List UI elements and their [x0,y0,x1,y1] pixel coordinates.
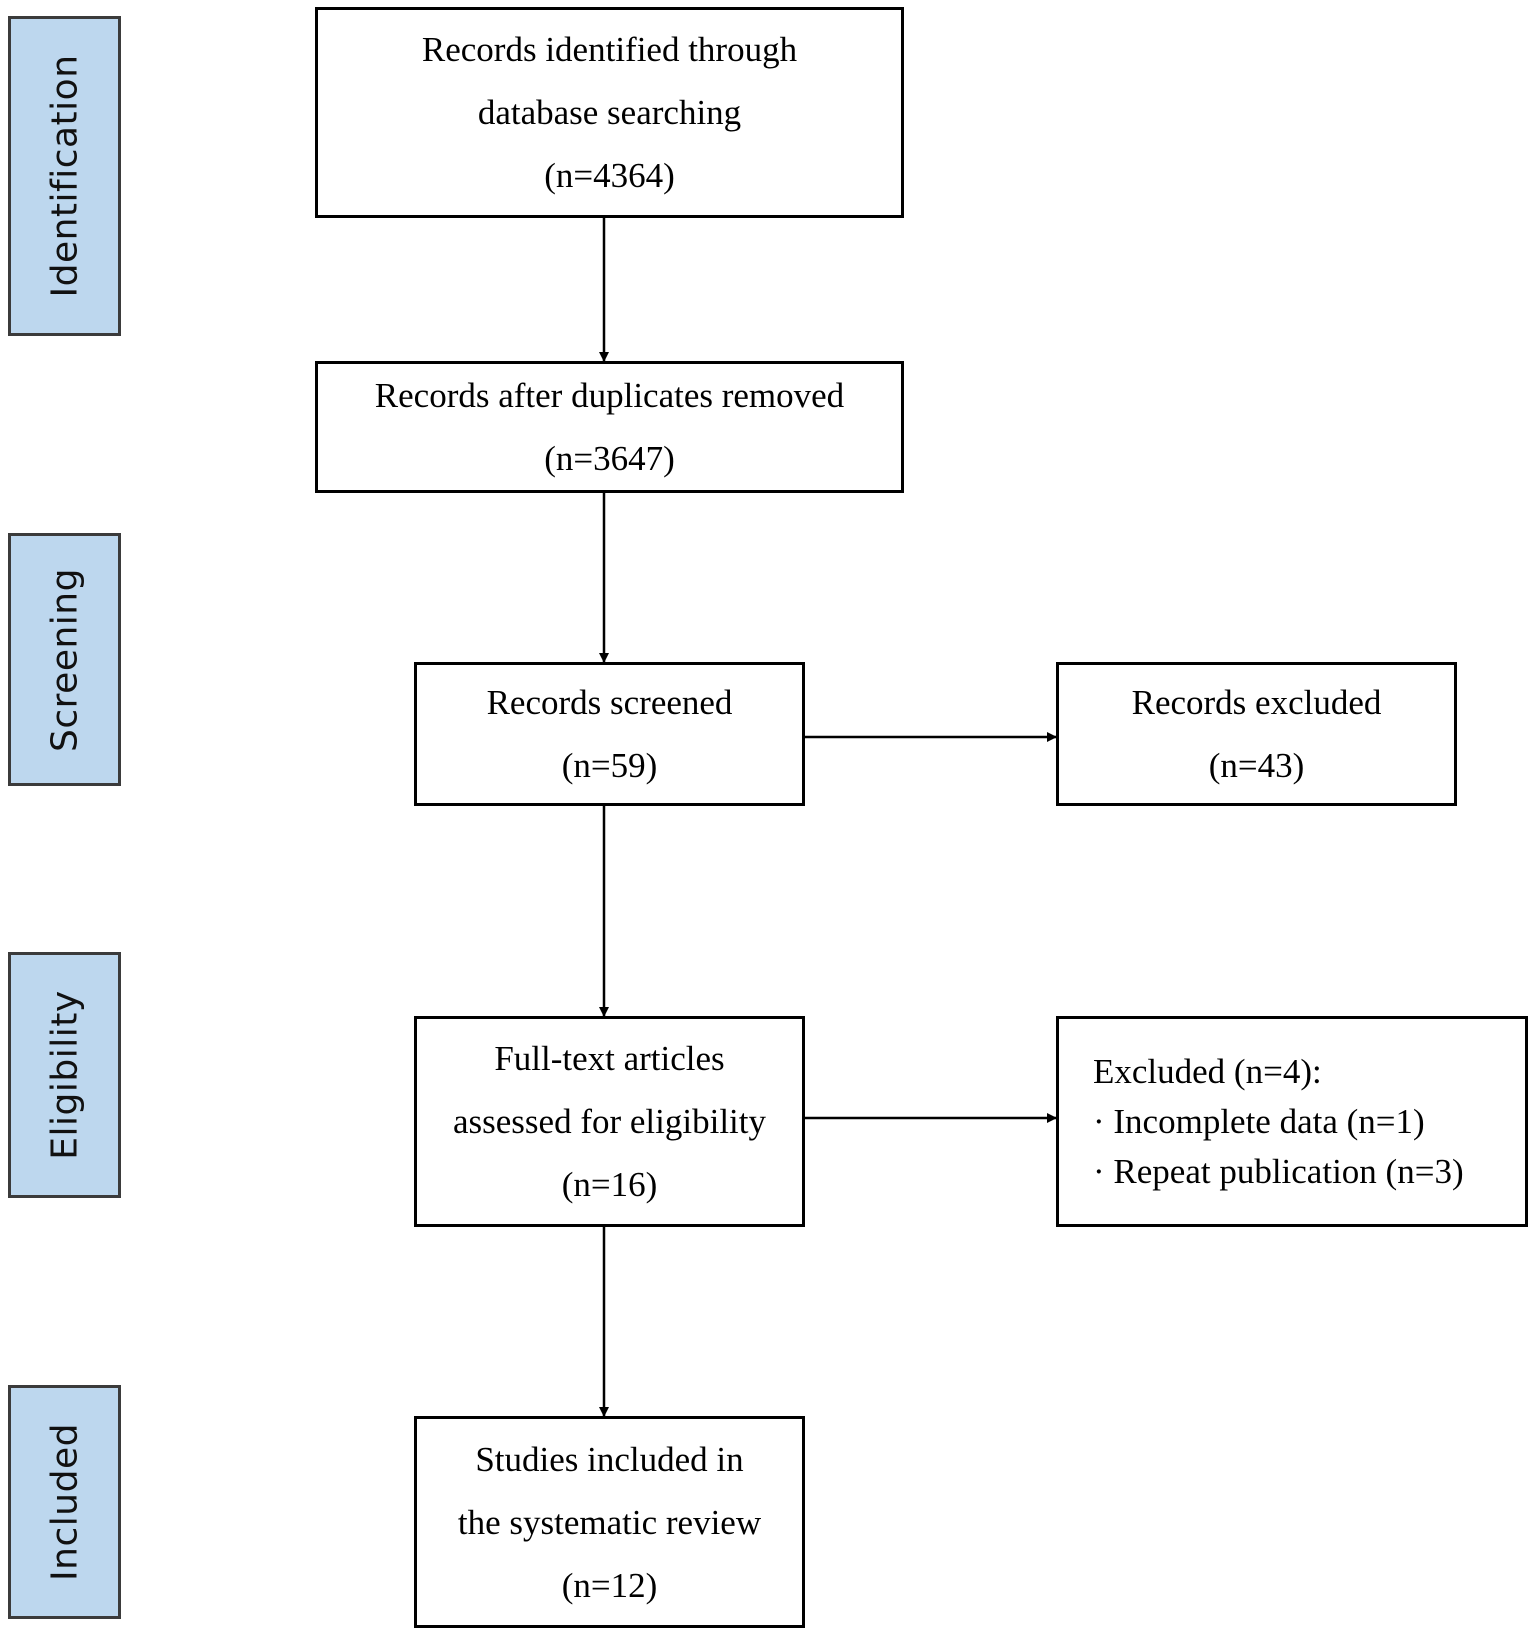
box-records-identified-count: (n=4364) [544,156,675,195]
stage-tab-identification: Identification [8,16,121,336]
box-records-screened-line1: Records screened [486,683,733,722]
box-records-identified-line1: Records identified through [421,30,798,69]
box-records-excluded-line1: Records excluded [1131,683,1382,722]
box-full-text-excluded-reason-1: · Incomplete data (n=1) [1093,1101,1425,1141]
box-studies-included-count: (n=12) [561,1565,658,1605]
stage-tab-eligibility: Eligibility [8,952,121,1198]
box-records-deduplicated-count: (n=3647) [544,439,675,478]
box-full-text-excluded-reason-2: · Repeat publication (n=3) [1093,1151,1464,1191]
stage-tab-screening: Screening [8,533,121,786]
box-full-text-line1: Full-text articles [494,1039,725,1078]
box-studies-included-line1: Studies included in [475,1439,744,1479]
box-full-text-line2: assessed for eligibility [452,1102,766,1141]
box-full-text-assessed: Full-text articles assessed for eligibil… [414,1016,805,1227]
box-studies-included-line2: the systematic review [457,1502,762,1542]
stage-tab-included: Included [8,1385,121,1619]
box-records-deduplicated: Records after duplicates removed (n=3647… [315,361,904,493]
box-full-text-count: (n=16) [561,1165,658,1204]
box-records-excluded-count: (n=43) [1208,746,1305,785]
box-records-identified-line2: database searching [477,93,742,132]
box-records-screened: Records screened (n=59) [414,662,805,806]
box-records-deduplicated-line1: Records after duplicates removed [374,376,845,415]
box-records-identified: Records identified through database sear… [315,7,904,218]
box-records-excluded: Records excluded (n=43) [1056,662,1457,806]
box-full-text-excluded: Excluded (n=4): · Incomplete data (n=1) … [1056,1016,1528,1227]
box-full-text-excluded-heading: Excluded (n=4): [1093,1051,1322,1091]
box-records-screened-count: (n=59) [561,746,658,785]
box-studies-included: Studies included in the systematic revie… [414,1416,805,1628]
